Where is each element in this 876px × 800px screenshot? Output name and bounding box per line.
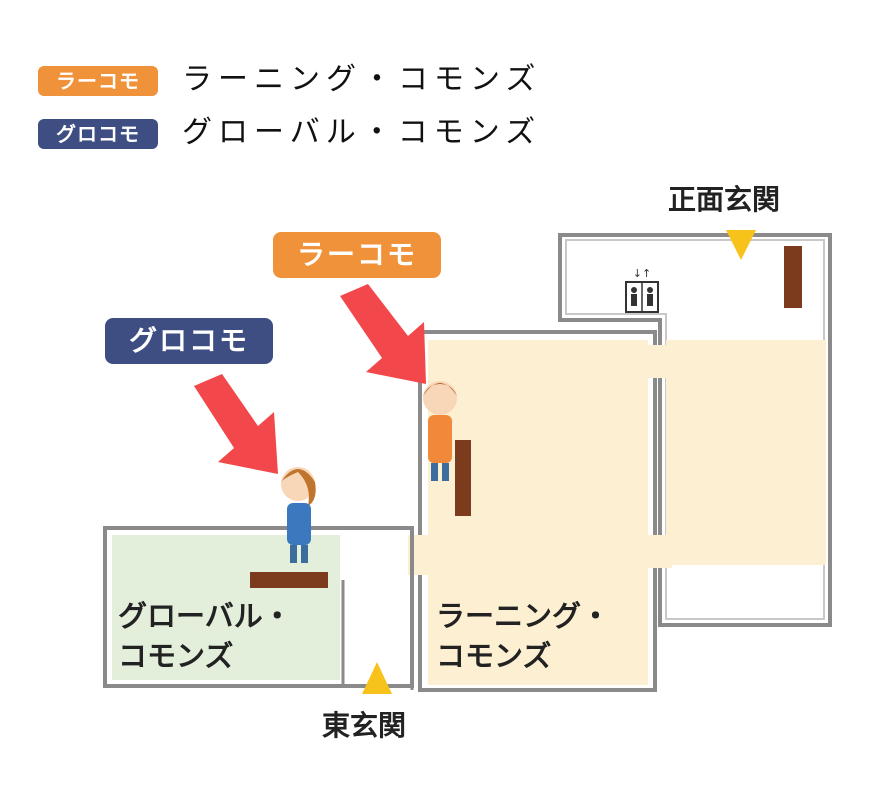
- zone-label-learning-line1: ラーニング・: [436, 599, 611, 633]
- zone-label-global: グローバル・ コモンズ: [118, 596, 292, 676]
- zone-label-learning: ラーニング・ コモンズ: [436, 596, 610, 676]
- arrow-learning: [340, 284, 426, 384]
- elevator-icon: ↓↑: [625, 267, 659, 313]
- area-right-wing: [666, 340, 826, 565]
- legend-text-global: グローバル・コモンズ: [182, 115, 542, 150]
- legend-badge-learning: ラーコモ: [38, 66, 158, 96]
- zone-label-learning-line2: コモンズ: [436, 639, 552, 673]
- callout-global: グロコモ: [105, 318, 273, 364]
- desk-right: [784, 246, 802, 308]
- wall-right-inner: [565, 239, 825, 620]
- entrance-marker-icon: [362, 662, 392, 694]
- desk-global: [250, 572, 328, 588]
- staff-person-icon: [281, 467, 316, 563]
- zone-label-global-line2: コモンズ: [118, 639, 234, 673]
- arrow-global: [194, 374, 278, 474]
- area-corridor: [408, 535, 448, 575]
- desk-learning: [455, 440, 471, 516]
- svg-text:↓↑: ↓↑: [633, 267, 651, 280]
- legend-text-learning: ラーニング・コモンズ: [182, 62, 542, 97]
- zone-label-global-line1: グローバル・: [118, 599, 292, 633]
- main-entrance-label: 正面玄関: [668, 183, 781, 216]
- legend-badge-global: グロコモ: [38, 119, 158, 149]
- wall-right-building: [558, 233, 832, 627]
- east-entrance-label: 東玄関: [322, 709, 407, 742]
- callout-learning: ラーコモ: [273, 232, 441, 278]
- entrance-marker-icon: [726, 230, 756, 260]
- staff-person-icon: [423, 381, 457, 481]
